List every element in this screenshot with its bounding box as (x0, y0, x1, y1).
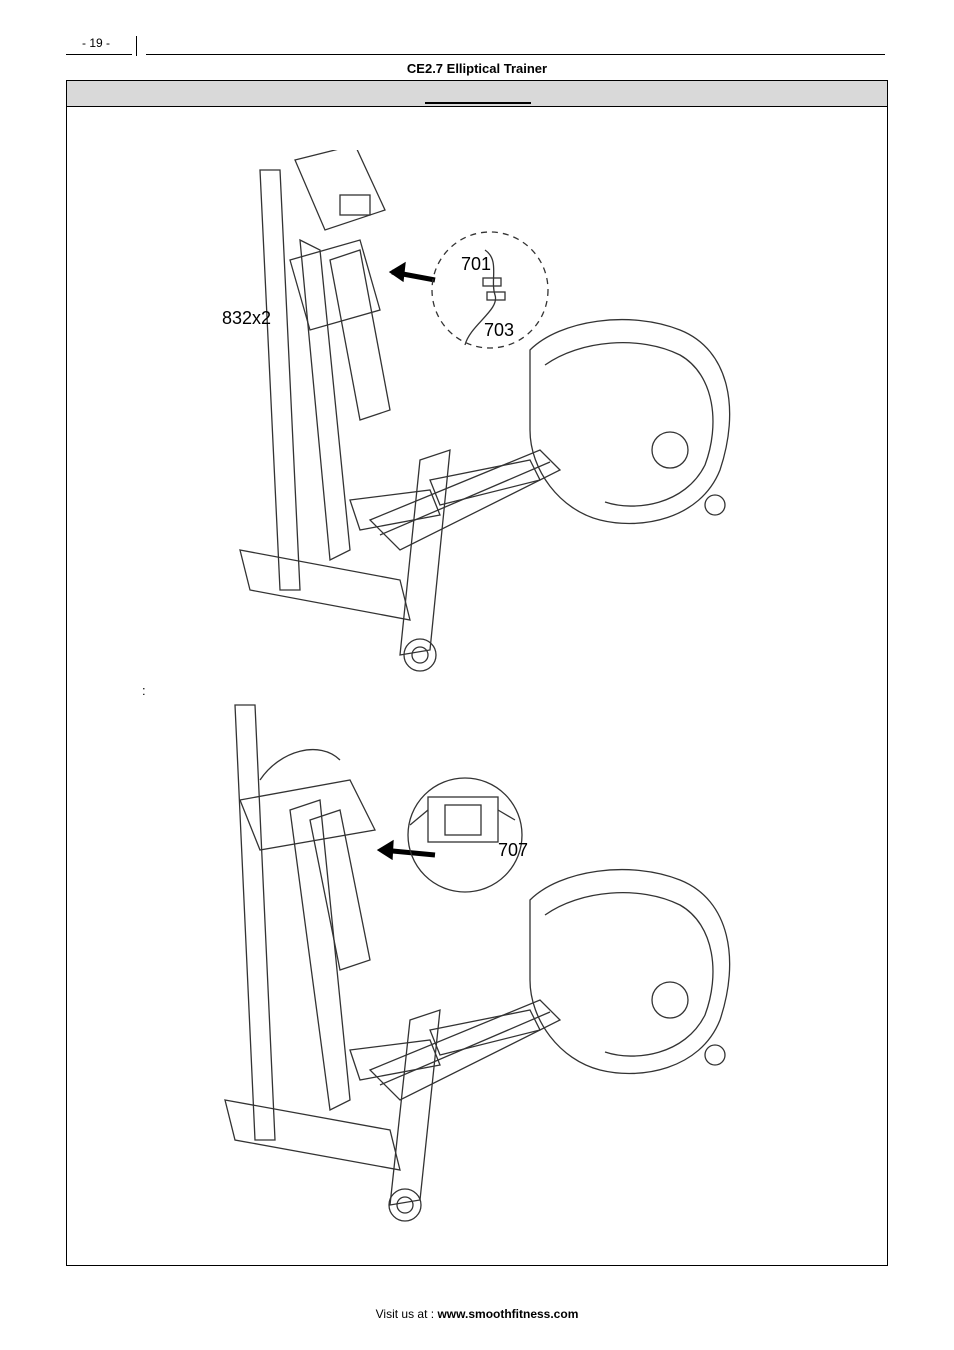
elliptical-trainer-icon (224, 704, 731, 1222)
section-header-band (67, 81, 887, 107)
footer: Visit us at : www.smoothfitness.com (0, 1307, 954, 1321)
console-icon (407, 777, 523, 893)
cable-connector-icon (431, 231, 549, 349)
label-707: 707 (498, 840, 529, 860)
arrow-left-icon (388, 261, 406, 283)
header-rule (146, 54, 885, 55)
document-title: CE2.7 Elliptical Trainer (406, 61, 548, 76)
page-number-rule (66, 54, 132, 55)
figure-1-console-cable (200, 150, 760, 680)
label-703: 703 (484, 320, 515, 340)
label-832x2: 832x2 (222, 308, 272, 328)
arrow-left-icon (376, 839, 394, 861)
instruction-frame (66, 80, 888, 1266)
label-701: 701 (461, 254, 492, 274)
section-title-underline (425, 102, 531, 104)
elliptical-trainer-icon (239, 150, 731, 672)
step-colon: : (142, 683, 146, 698)
footer-url[interactable]: www.smoothfitness.com (437, 1307, 579, 1321)
footer-prefix: Visit us at : (375, 1307, 438, 1321)
figure-2-console-connect (200, 700, 760, 1230)
page-number: - 19 - (82, 36, 111, 50)
header-separator (136, 36, 137, 56)
